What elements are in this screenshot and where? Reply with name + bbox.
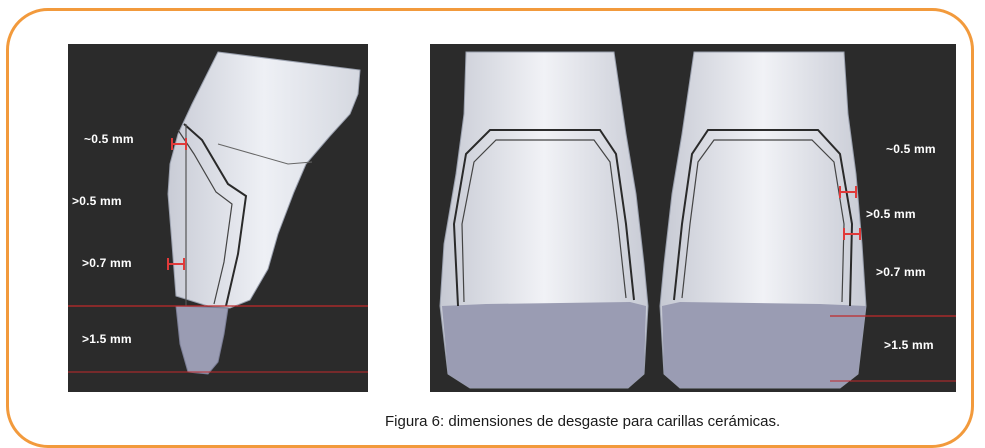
frontal-teeth-illustration: [439, 51, 956, 389]
label-incisal-third: >0.7 mm: [82, 256, 132, 270]
thickness-marker: [843, 228, 861, 240]
label-cervical: ~0.5 mm: [886, 142, 936, 156]
figure-caption: Figura 6: dimensiones de desgaste para c…: [385, 413, 781, 430]
label-incisal-edge: >1.5 mm: [884, 338, 934, 352]
frontal-view-panel: ~0.5 mm >0.5 mm >0.7 mm >1.5 mm: [430, 44, 956, 392]
label-incisal-edge: >1.5 mm: [82, 332, 132, 346]
preparation-outline-left: [452, 129, 635, 307]
tooth-profile: [167, 51, 361, 309]
label-middle: >0.5 mm: [866, 207, 916, 221]
label-cervical: ~0.5 mm: [84, 132, 134, 146]
thickness-marker: [839, 186, 857, 198]
veneer-outline: [177, 129, 233, 305]
preparation-outline-right: [673, 129, 854, 307]
incisal-reduction-right: [662, 302, 866, 388]
thickness-marker: [171, 138, 187, 150]
preparation-outline: [183, 123, 248, 307]
thickness-marker: [167, 258, 185, 270]
lateral-view-panel: ~0.5 mm >0.5 mm >0.7 mm >1.5 mm: [68, 44, 368, 392]
incisal-reduction-zone: [175, 305, 229, 375]
label-middle: >0.5 mm: [72, 194, 122, 208]
incisal-reduction-left: [442, 302, 646, 388]
lateral-tooth-illustration: [68, 51, 368, 375]
label-incisal-third: >0.7 mm: [876, 265, 926, 279]
